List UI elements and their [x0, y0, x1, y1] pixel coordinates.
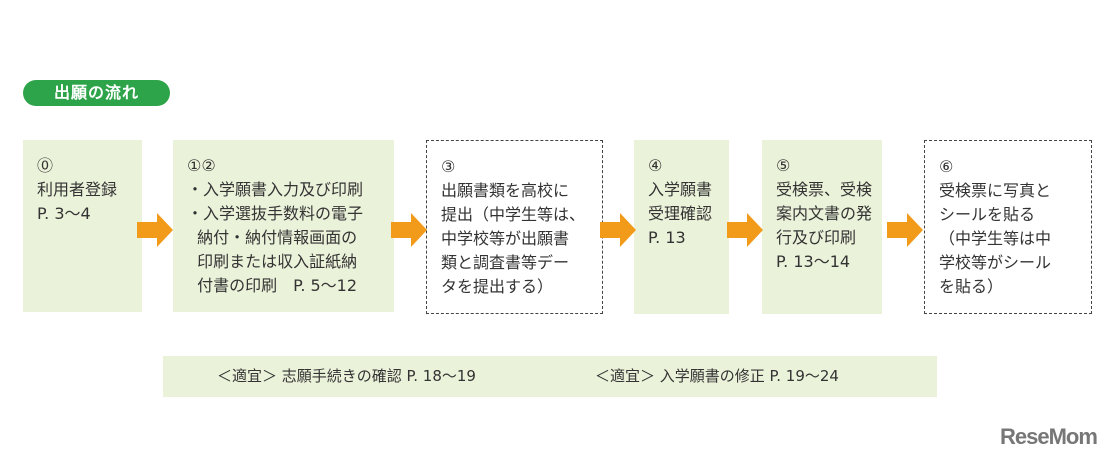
optional-steps-band: ＜適宜＞ 志願手続きの確認 P. 18〜19 ＜適宜＞ 入学願書の修正 P. 1… [163, 356, 937, 397]
arrow-right-icon [887, 213, 923, 247]
section-title-badge: 出願の流れ [23, 80, 170, 106]
resemom-logo: ReseMom [1000, 424, 1098, 449]
arrow-right-icon [600, 213, 636, 247]
optional-edit-text: ＜適宜＞ 入学願書の修正 P. 19〜24 [595, 367, 839, 385]
step-1-2-box: ①② ・入学願書入力及び印刷 ・入学選抜手数料の電子 納付・納付情報画面の 印刷… [173, 140, 394, 312]
step-5-box: ⑤ 受検票、受検 案内文書の発 行及び印刷 P. 13〜14 [762, 140, 882, 314]
arrow-right-icon [727, 213, 763, 247]
arrow-right-icon [137, 213, 173, 247]
arrow-right-icon [391, 213, 427, 247]
step-6-box: ⑥ 受検票に写真と シールを貼る （中学生等は中 学校等がシール を貼る） [924, 140, 1092, 314]
step-0-box: ⓪ 利用者登録 P. 3〜4 [23, 140, 142, 312]
step-3-box: ③ 出願書類を高校に 提出（中学生等は、 中学校等が出願書 類と調査書等デー タ… [426, 140, 603, 314]
step-4-box: ④ 入学願書 受理確認 P. 13 [634, 140, 729, 314]
optional-confirm-text: ＜適宜＞ 志願手続きの確認 P. 18〜19 [217, 367, 476, 385]
